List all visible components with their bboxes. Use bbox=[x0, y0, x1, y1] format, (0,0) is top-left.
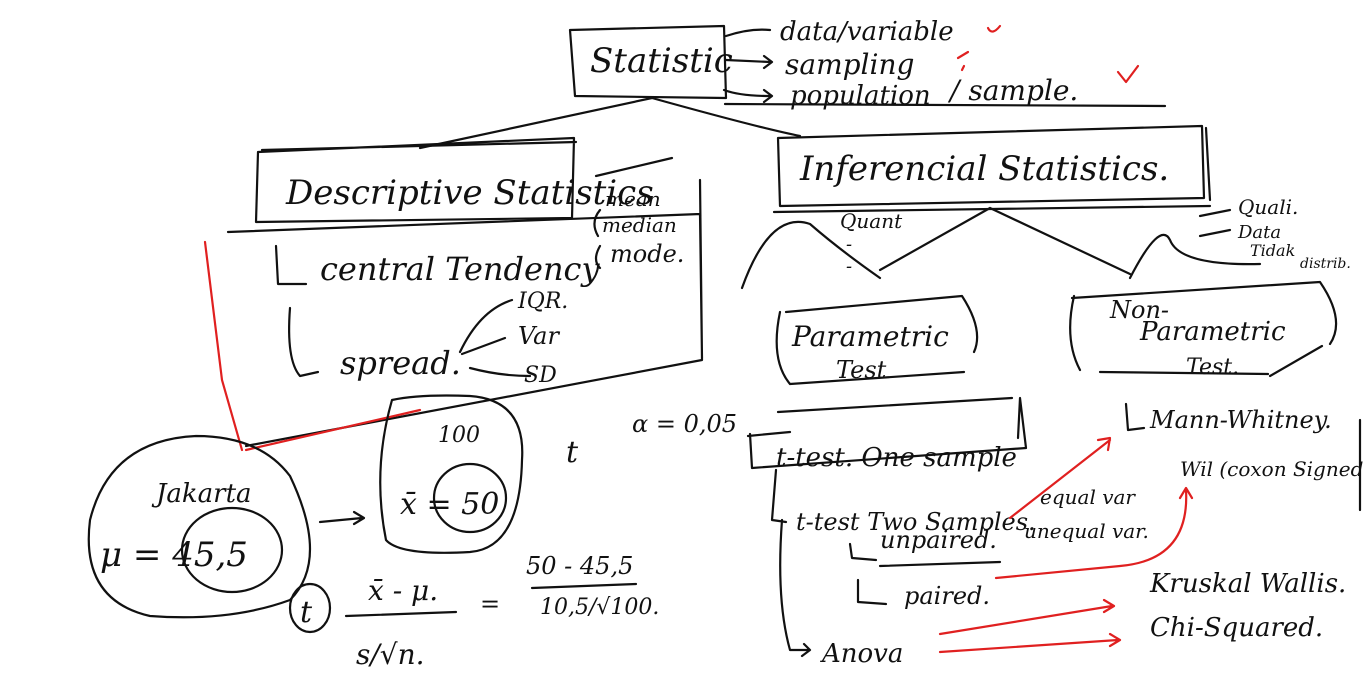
anova-to-kruskal-arrow bbox=[938, 598, 1116, 636]
central-label: central Tendency bbox=[320, 250, 600, 288]
unpaired-arrow bbox=[848, 542, 888, 606]
spread-arrow bbox=[288, 306, 320, 378]
descriptive-left-edge bbox=[203, 240, 422, 452]
branch-data-variable: data/variable bbox=[780, 17, 954, 47]
mu-expression: μ = 45,5 bbox=[100, 535, 248, 575]
central-item-median: median bbox=[602, 213, 677, 237]
wilcoxon-signed: Wil (coxon Signed bbox=[1180, 457, 1363, 481]
check-mark-1 bbox=[986, 24, 1002, 33]
root-branch-arrows bbox=[722, 28, 774, 104]
chi-squared: Chi-Squared. bbox=[1150, 613, 1323, 643]
t-value-bar bbox=[530, 582, 638, 590]
tidak-note: Tidak bbox=[1250, 241, 1295, 260]
paired-label: paired. bbox=[904, 582, 990, 610]
t-formula-numerator: x̄ - μ. bbox=[368, 574, 438, 607]
nonparametric-title-1: Non- bbox=[1109, 296, 1169, 324]
sample-box bbox=[379, 394, 524, 554]
inferential-fork bbox=[878, 206, 1132, 276]
t-formula-denominator: s/√n. bbox=[356, 638, 425, 671]
spread-item-var: Var bbox=[518, 322, 560, 350]
param-trunk bbox=[770, 468, 812, 658]
equal-var-label: equal var bbox=[1040, 485, 1136, 509]
quant-note-3: - bbox=[846, 256, 852, 277]
alpha-value: α = 0,05 bbox=[632, 410, 737, 438]
spread-item-sd: SD bbox=[524, 363, 557, 388]
spread-label: spread. bbox=[340, 344, 461, 382]
branch-sample: / sample. bbox=[947, 74, 1078, 107]
kruskal-wallis: Kruskal Wallis. bbox=[1149, 569, 1346, 599]
t-value-numerator: 50 - 45,5 bbox=[526, 552, 633, 580]
parametric-title-2: Test bbox=[836, 356, 887, 384]
parametric-title-1: Parametric bbox=[791, 320, 949, 353]
mu-circle bbox=[180, 506, 284, 594]
central-arrow bbox=[274, 244, 308, 286]
unpaired-label: unpaired. bbox=[880, 526, 997, 554]
check-mark-2 bbox=[956, 50, 970, 72]
quant-curve bbox=[740, 220, 882, 290]
spread-branches bbox=[458, 298, 532, 378]
unpaired-to-mann-arrow bbox=[1008, 436, 1112, 520]
t-formula-circle bbox=[288, 582, 332, 634]
region-label: Jakarta bbox=[151, 479, 252, 509]
xbar-circle bbox=[432, 462, 508, 534]
t-formula-bar bbox=[344, 610, 458, 618]
root-to-inferential bbox=[650, 96, 802, 138]
t-one-sample: t-test. One sample bbox=[776, 443, 1017, 473]
root-box bbox=[568, 24, 728, 100]
quali-curve bbox=[1128, 233, 1262, 280]
central-brace bbox=[593, 208, 602, 270]
anova-label: Anova bbox=[820, 639, 903, 669]
unequal-var-label: unequal var. bbox=[1024, 519, 1149, 543]
distrib-note: distrib. bbox=[1300, 256, 1351, 272]
inferential-title: Inferencial Statistics. bbox=[799, 149, 1169, 189]
t-one-box bbox=[746, 396, 1028, 470]
central-item-mean: mean bbox=[605, 187, 661, 211]
to-sample-arrow bbox=[318, 510, 366, 526]
t-value-denominator: 10,5/√100. bbox=[540, 595, 659, 620]
mann-whitney: Mann-Whitney. bbox=[1149, 406, 1332, 434]
data-note: Data bbox=[1237, 222, 1281, 243]
root-title: Statistic bbox=[590, 41, 733, 81]
paired-to-wilcoxon-arrow bbox=[994, 486, 1194, 580]
nonparametric-title-2: Parametric bbox=[1139, 317, 1286, 347]
t-symbol: t bbox=[566, 435, 579, 470]
nonparametric-title-3: Test. bbox=[1186, 355, 1239, 380]
t-formula-symbol: t bbox=[300, 595, 313, 630]
root-underline bbox=[723, 102, 1167, 108]
branch-sampling: sampling bbox=[785, 48, 914, 81]
central-item-mode: mode. bbox=[610, 240, 684, 268]
t-two-samples: t-test Two Samples. bbox=[796, 508, 1036, 536]
spread-item-iqr: IQR. bbox=[517, 289, 568, 314]
nonparametric-box bbox=[1069, 280, 1338, 378]
sample-n: 100 bbox=[438, 423, 480, 448]
unpaired-underline bbox=[878, 560, 1002, 568]
descriptive-title: Descriptive Statistics bbox=[285, 173, 654, 213]
descriptive-frame bbox=[226, 156, 704, 448]
branch-population: population bbox=[790, 81, 931, 111]
quali-arrows bbox=[1198, 208, 1232, 238]
quali-note: Quali. bbox=[1238, 195, 1298, 219]
mann-arrow bbox=[1124, 402, 1146, 432]
parametric-box bbox=[775, 294, 979, 386]
population-circle bbox=[87, 434, 312, 619]
equals-sign: = bbox=[480, 590, 500, 618]
xbar-expression: x̄ = 50 bbox=[400, 487, 499, 522]
root-to-descriptive bbox=[418, 96, 654, 150]
quant-note-2: - bbox=[846, 234, 852, 255]
anova-to-chi-arrow bbox=[938, 632, 1122, 654]
check-mark-3 bbox=[1116, 64, 1140, 84]
quant-note: Quant bbox=[840, 209, 903, 233]
